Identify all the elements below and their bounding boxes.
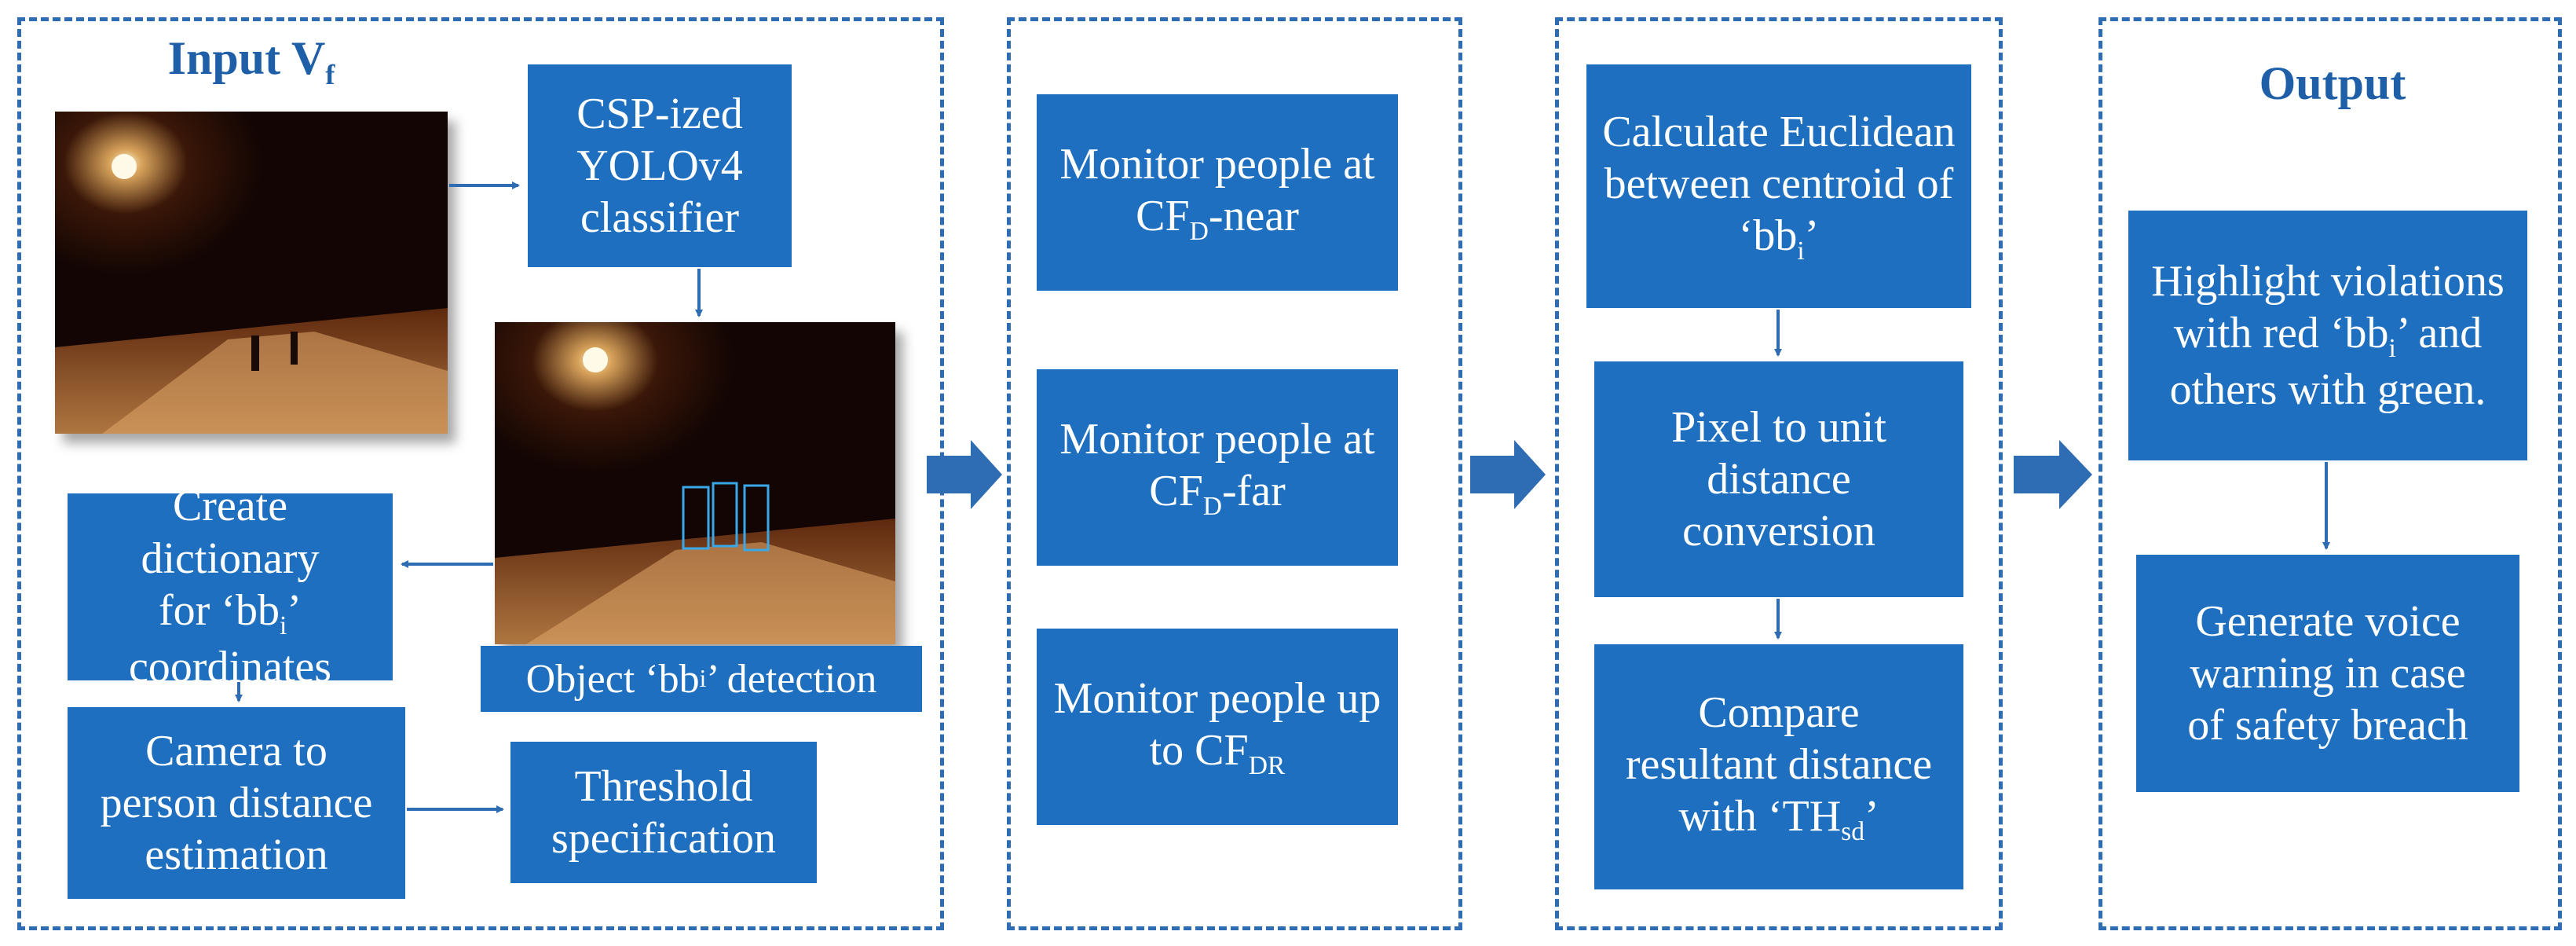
classifier-box: CSP-ized YOLOv4 classifier xyxy=(528,64,792,267)
camera-distance-box: Camera to person distance estimation xyxy=(68,707,405,899)
output-title: Output xyxy=(2259,57,2406,109)
night-street-photo-1 xyxy=(55,112,448,434)
monitor-far-box: Monitor people at CFD-far xyxy=(1037,369,1398,566)
bounding-box-3 xyxy=(743,484,770,552)
threshold-box: Threshold specification xyxy=(510,742,817,883)
voice-warning-box: Generate voice warning in case of safety… xyxy=(2136,555,2519,792)
block-arrow-1 xyxy=(927,440,1002,509)
bounding-box-1 xyxy=(682,486,710,550)
bounding-box-2 xyxy=(712,482,738,548)
compare-box: Compare resultant distance with ‘THsd’ xyxy=(1594,644,1963,889)
block-arrow-2 xyxy=(1470,440,1546,509)
monitor-near-box: Monitor people at CFD-near xyxy=(1037,94,1398,291)
highlight-violations-box: Highlight violations with red ‘bbi’ and … xyxy=(2128,211,2527,460)
dictionary-box: Create dictionary for ‘bbi’ coordinates xyxy=(68,482,393,691)
monitor-upto-box: Monitor people up to CFDR xyxy=(1037,629,1398,825)
input-title: Input Vf xyxy=(167,32,335,90)
output-panel xyxy=(2098,17,2562,930)
block-arrow-3 xyxy=(2014,440,2092,509)
pixel-conversion-box: Pixel to unit distance conversion xyxy=(1594,361,1963,597)
euclidean-box: Calculate Euclidean between centroid of … xyxy=(1586,64,1971,308)
distance-panel xyxy=(1555,17,2003,930)
monitor-panel xyxy=(1007,17,1462,930)
night-street-photo-detections xyxy=(495,322,895,644)
